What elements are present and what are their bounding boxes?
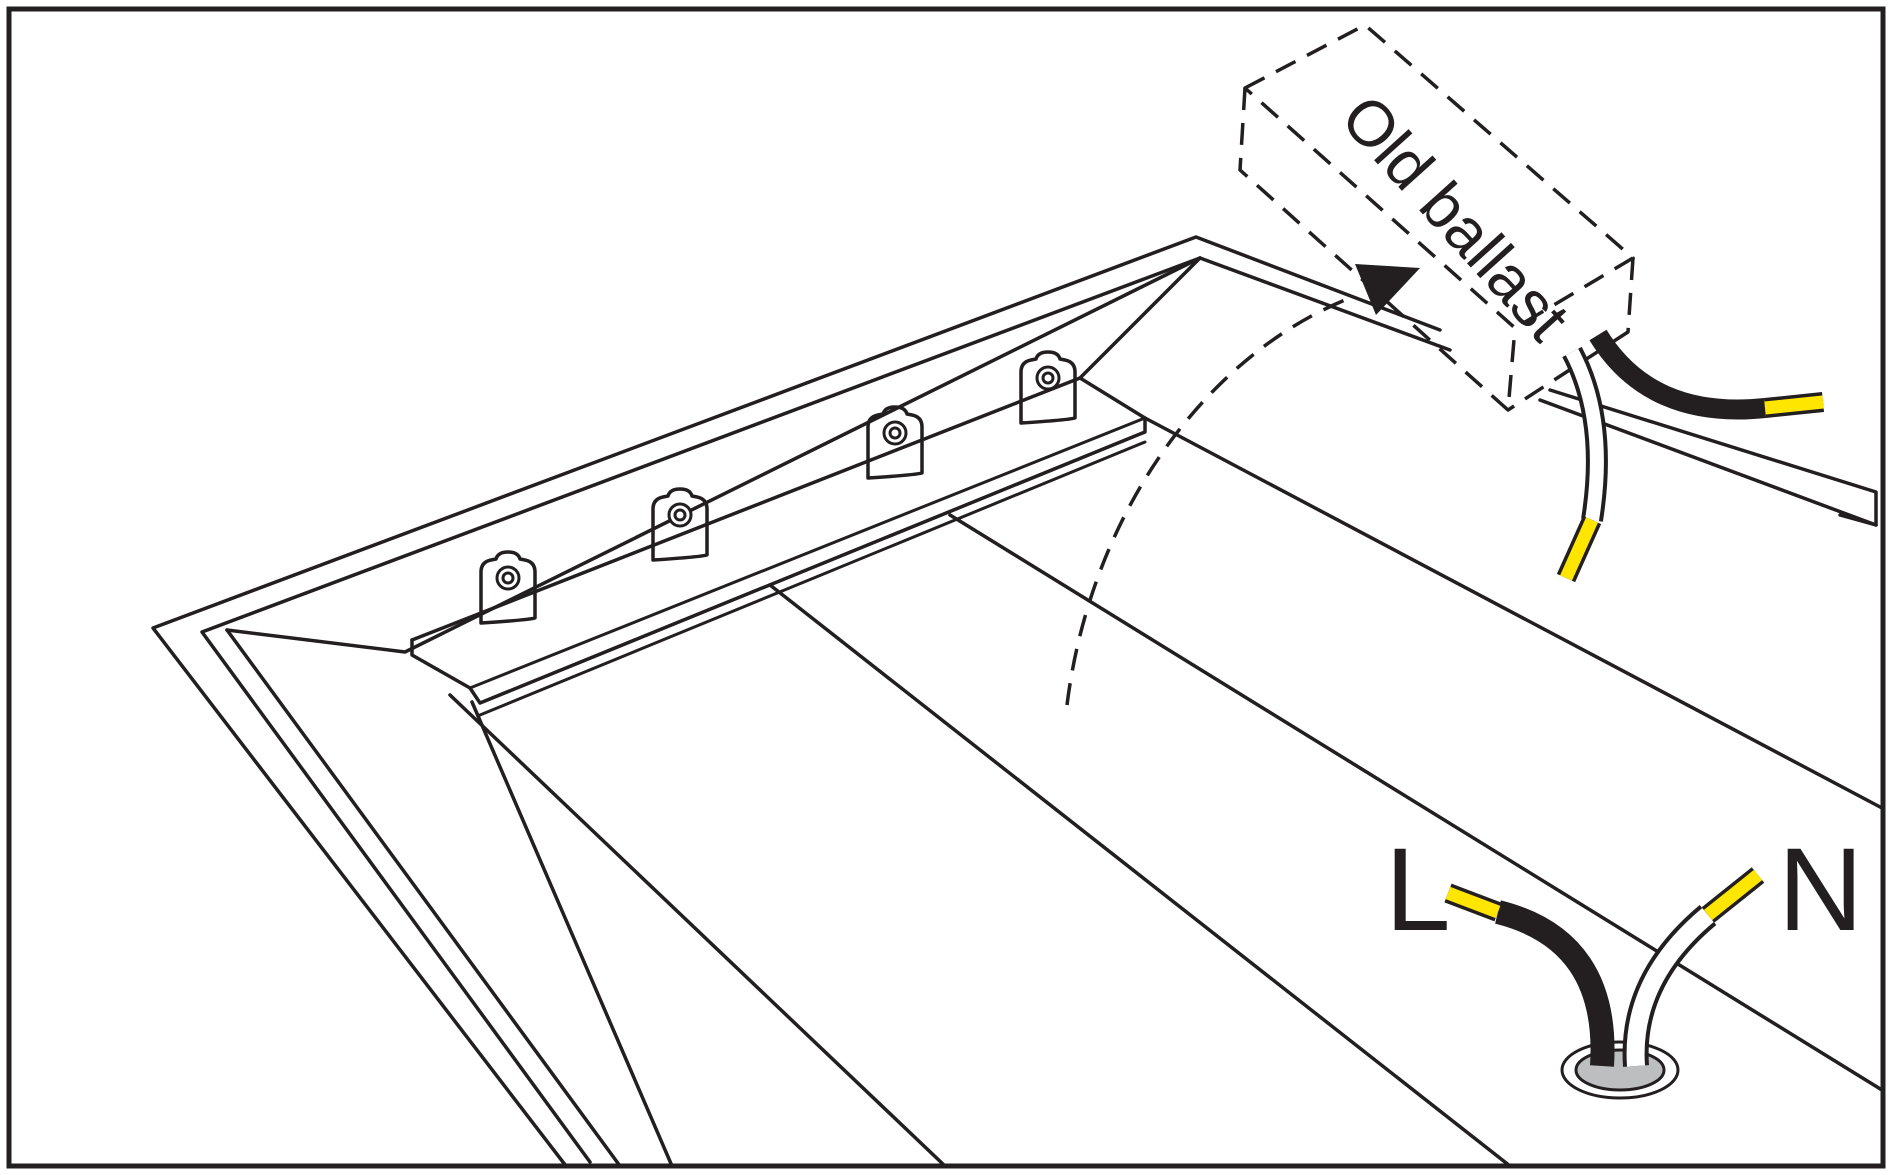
live-label: L xyxy=(1385,824,1451,956)
neutral-label: N xyxy=(1778,824,1863,956)
wire-icon xyxy=(1494,900,1615,1067)
removal-arrow xyxy=(1065,264,1420,706)
lamp-holder-rail xyxy=(410,376,1147,717)
tombstone-socket-icon xyxy=(479,550,537,625)
fixture-housing xyxy=(151,235,1884,1168)
arrow-icon xyxy=(1355,264,1420,315)
supply-wires xyxy=(1444,867,1765,1100)
wire-icon xyxy=(1589,329,1767,420)
ballast-wires xyxy=(1556,329,1825,583)
tombstone-socket-icon xyxy=(651,487,709,562)
tombstone-socket-icon xyxy=(1019,350,1077,425)
tombstone-socket-icon xyxy=(866,405,924,480)
